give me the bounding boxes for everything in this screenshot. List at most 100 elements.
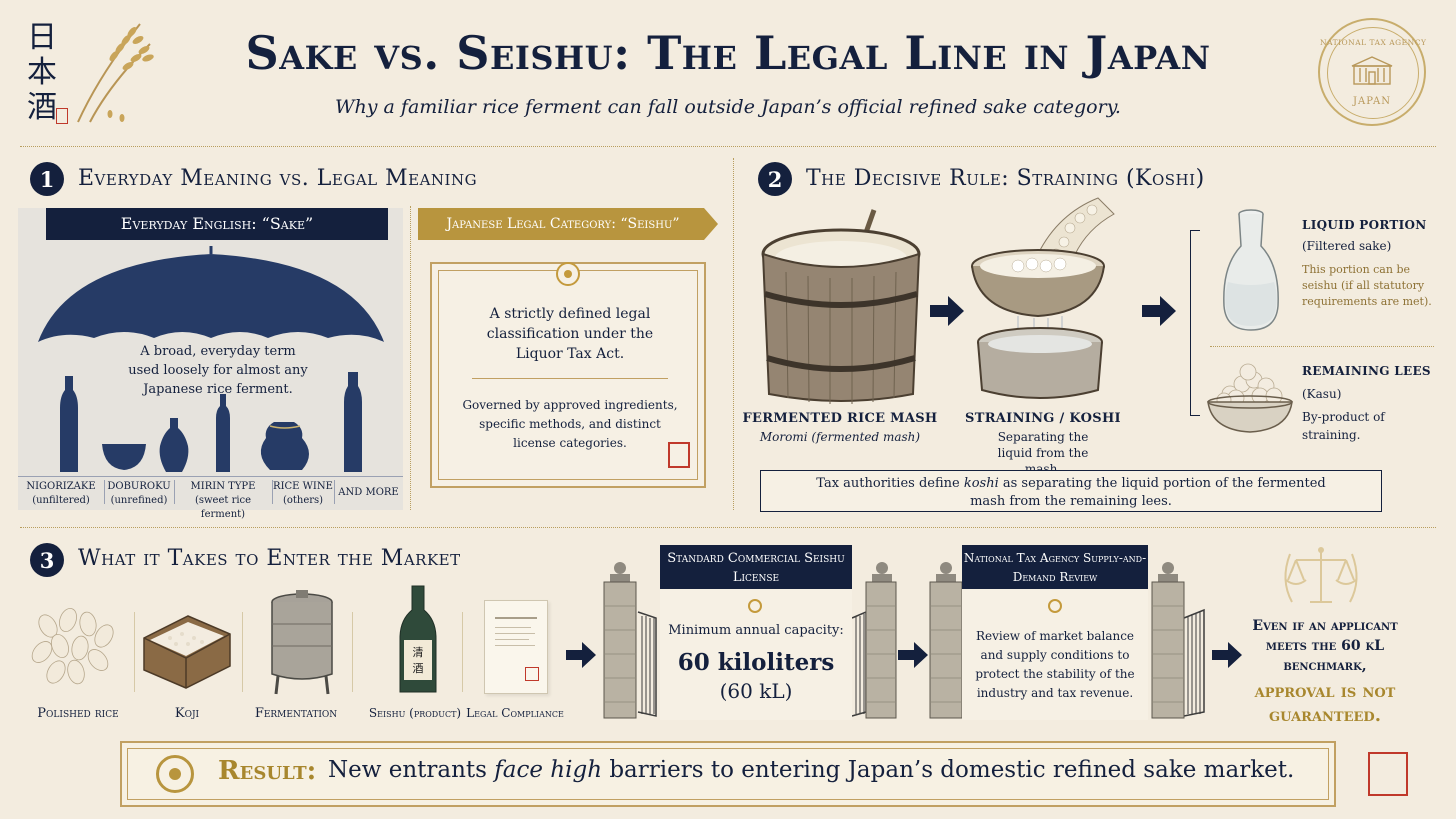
gate-pillar-icon [929, 562, 963, 719]
vessel-sub: (sweet rice ferment) [194, 495, 252, 520]
seishu-bottle-icon: 清 酒 [399, 585, 437, 693]
liquid-title: LIQUID PORTION [1302, 218, 1427, 232]
vessel-label: NIGORIZAKE [26, 481, 96, 492]
national-tax-agency-seal: NATIONAL TAX AGENCY JAPAN [1318, 18, 1426, 126]
building-icon [1351, 56, 1393, 85]
review-body: Review of market balance and supply cond… [975, 629, 1135, 700]
section-title: The Decisive Rule: Straining (Koshi) [806, 166, 1205, 191]
liquid-note: This portion can be seishu (if all statu… [1302, 263, 1432, 308]
split-bracket [1190, 230, 1200, 416]
legal-panel: Japanese Legal Category: “Seishu” A stri… [418, 208, 718, 510]
mash-label: FERMENTED RICE MASH [742, 411, 938, 426]
seal-text-bottom: JAPAN [1352, 96, 1391, 107]
fermentation-tank-icon [271, 590, 333, 695]
header-divider [20, 146, 1436, 147]
arrow-right-icon [1212, 642, 1242, 668]
chrysanthemum-crest-icon [556, 262, 580, 286]
gate-pillar-icon [851, 562, 897, 719]
rice-stalk-icon [77, 23, 154, 123]
license-value-sub: (60 kL) [719, 679, 793, 703]
review-header: National Tax Agency Supply-and-Demand Re… [962, 545, 1148, 589]
section-number-badge: 3 [30, 543, 64, 577]
step-label: Koji [174, 706, 200, 721]
step-label: Polished rice [37, 706, 119, 721]
page-subtitle: Why a familiar rice ferment can fall out… [335, 96, 1121, 118]
license-label: Minimum annual capacity: [668, 623, 844, 638]
result-text-em: face high [494, 757, 603, 783]
koji-box-icon [143, 615, 231, 689]
strainer-icon [971, 197, 1115, 399]
umbrella-icon [38, 246, 384, 342]
everyday-body: A broad, everyday term used loosely for … [128, 344, 308, 397]
gate-pillar-icon [603, 562, 657, 719]
section-divider [20, 527, 1436, 528]
svg-text:清: 清 [413, 646, 424, 659]
lees-note: By-product of straining. [1302, 408, 1412, 444]
legal-card: A strictly defined legal classification … [430, 262, 706, 488]
red-seal-stamp-icon [1368, 752, 1408, 796]
list-item: MIRIN TYPE (sweet rice ferment) [174, 480, 272, 522]
lees-sub: (Kasu) [1302, 387, 1342, 401]
arrow-right-icon [566, 642, 596, 668]
kanji-char: 日 [27, 20, 57, 55]
section-number-badge: 2 [758, 162, 792, 196]
legal-header: Japanese Legal Category: “Seishu” [418, 208, 718, 240]
definition-em: koshi [963, 476, 999, 491]
vessel-baseline [18, 476, 403, 477]
vessel-label: MIRIN TYPE [190, 481, 256, 492]
license-card: Standard Commercial Seishu License Minim… [660, 545, 852, 720]
definition-pre: Tax authorities define [816, 476, 964, 491]
vessel-label: AND MORE [338, 487, 399, 498]
step-label: Seishu (product) [368, 706, 462, 720]
kanji-vertical: 日 本 酒 [22, 20, 62, 125]
header: 日 本 酒 Sake vs. Seishu: The Legal Line in… [0, 0, 1456, 147]
legal-header-text: Japanese Legal Category: “Seishu” [446, 216, 680, 232]
page-title: Sake vs. Seishu: The Legal Line in Japan [245, 26, 1211, 80]
result-text-post: barriers to entering Japan’s domestic re… [602, 757, 1295, 783]
chrysanthemum-crest-icon [1048, 599, 1062, 613]
vessel-sub: (others) [282, 495, 324, 506]
vessel-label: DOBUROKU [107, 481, 171, 492]
legal-document-icon [484, 600, 548, 694]
split-divider [1210, 346, 1434, 347]
list-item: DOBUROKU (unrefined) [104, 480, 174, 508]
kanji-char: 本 [27, 55, 57, 90]
everyday-panel: Everyday English: “Sake” A broad, everyd… [18, 208, 403, 520]
legal-divider [472, 378, 668, 379]
review-card: National Tax Agency Supply-and-Demand Re… [962, 545, 1148, 720]
list-item: AND MORE [334, 486, 403, 500]
sake-vessels-icon [60, 372, 362, 472]
conclusion-text: Even if an applicant meets the 60 kL ben… [1252, 618, 1398, 674]
arrow-right-icon [1142, 296, 1176, 326]
step-label: Fermentation [254, 706, 338, 721]
vessel-sub: (unfiltered) [32, 495, 90, 506]
lees-title: REMAINING LEES [1302, 364, 1431, 378]
vessel-labels: NIGORIZAKE (unfiltered) DOBUROKU (unrefi… [18, 480, 403, 520]
koshi-definition-box: Tax authorities define koshi as separati… [760, 470, 1382, 512]
result-text: New entrants face high barriers to enter… [328, 757, 1294, 783]
polished-rice-icon [31, 607, 114, 685]
arrow-right-icon [898, 642, 928, 668]
definition-post: as separating the liquid portion of the … [970, 476, 1326, 509]
gate-pillar-icon [1151, 562, 1205, 719]
red-seal-small-icon [56, 108, 68, 124]
vessel-label: RICE WINE [273, 481, 333, 492]
step-label: Legal Compliance [466, 706, 564, 720]
arrow-right-icon [930, 296, 964, 326]
scales-of-justice-icon [1284, 547, 1358, 603]
license-header: Standard Commercial Seishu License [660, 545, 852, 589]
seal-text-top: NATIONAL TAX AGENCY [1320, 38, 1427, 47]
everyday-header: Everyday English: “Sake” [46, 208, 388, 240]
list-item: NIGORIZAKE (unfiltered) [18, 480, 104, 508]
mash-tub-icon [761, 209, 921, 404]
mash-sub: Moromi (fermented mash) [759, 430, 921, 444]
kanji-char: 酒 [27, 90, 57, 125]
list-item: RICE WINE (others) [272, 480, 334, 508]
strain-label: STRAINING / KOSHI [965, 411, 1121, 426]
result-label: Result: [218, 756, 317, 786]
result-text-pre: New entrants [328, 757, 495, 783]
legal-body: A strictly defined legal classification … [486, 306, 654, 362]
svg-text:酒: 酒 [413, 662, 424, 675]
legal-detail: Governed by approved ingredients, specif… [462, 398, 678, 450]
section-number-badge: 1 [30, 162, 64, 196]
